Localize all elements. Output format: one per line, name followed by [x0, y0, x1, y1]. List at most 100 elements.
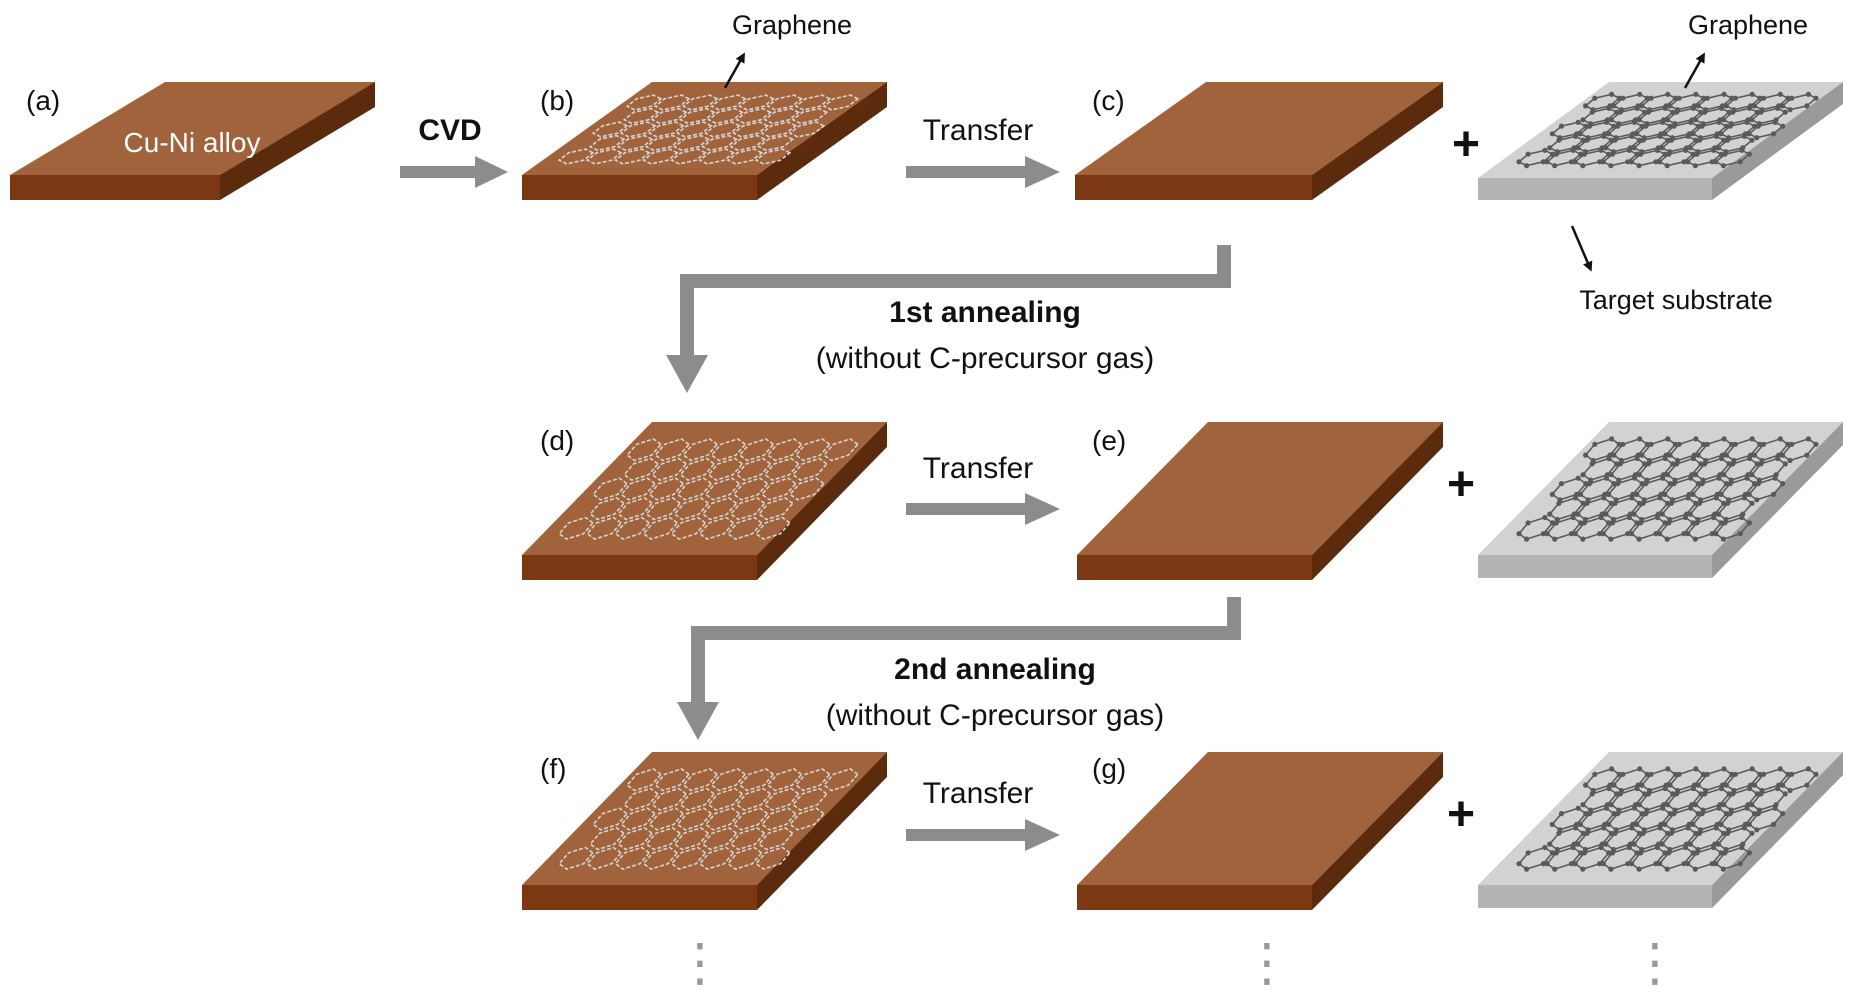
- carbon-atom: [1703, 107, 1709, 113]
- carbon-atom: [1726, 461, 1732, 467]
- carbon-atom: [1752, 481, 1758, 487]
- carbon-atom: [1599, 511, 1605, 517]
- graphene-hexagon: [670, 516, 707, 540]
- carbon-atom: [1692, 117, 1699, 123]
- carbon-atom: [1715, 145, 1721, 151]
- carbon-atom: [1787, 457, 1793, 464]
- carbon-atom: [1751, 103, 1757, 109]
- carbon-atom: [1749, 500, 1755, 506]
- carbon-atom: [1697, 135, 1704, 141]
- continuation-ellipsis-3: ⋮: [1629, 934, 1681, 992]
- carbon-atom: [1583, 811, 1589, 817]
- graphene-hexagon: [645, 134, 682, 152]
- graphene-hexagon: [682, 94, 719, 111]
- carbon-atom: [1729, 441, 1735, 447]
- plus-sign-e: +: [1447, 458, 1475, 511]
- carbon-atom: [1703, 457, 1709, 464]
- carbon-atom: [1675, 107, 1681, 113]
- carbon-atom: [1542, 514, 1548, 521]
- carbon-atom: [1737, 159, 1743, 165]
- graphene-hexagon: [822, 438, 859, 462]
- carbon-atom: [1667, 103, 1673, 109]
- carbon-atom: [1749, 91, 1755, 97]
- graphene-hexagon: [791, 107, 829, 125]
- carbon-atom: [1749, 830, 1755, 836]
- carbon-atom: [1634, 131, 1640, 137]
- carbon-atom: [1714, 491, 1720, 497]
- plus-sign-g: +: [1447, 788, 1475, 841]
- carbon-atom: [1661, 117, 1667, 123]
- carbon-atom: [1636, 536, 1642, 542]
- carbon-atom: [1554, 516, 1560, 523]
- carbon-atom: [1582, 846, 1588, 853]
- carbon-atom: [1746, 151, 1752, 157]
- carbon-atom: [1718, 491, 1724, 497]
- carbon-atom: [1590, 107, 1596, 113]
- carbon-atom: [1737, 531, 1743, 537]
- carbon-atom: [1704, 95, 1710, 101]
- carbon-atom: [1602, 131, 1608, 137]
- carbon-atom: [1577, 821, 1583, 828]
- carbon-atom: [1646, 457, 1653, 464]
- carbon-atom: [1704, 771, 1710, 777]
- carbon-atom: [1558, 481, 1565, 487]
- graphene-hexagon: [794, 768, 831, 792]
- carbon-atom: [1717, 802, 1723, 808]
- graphene-hexagon: [788, 477, 825, 501]
- carbon-atom: [1583, 782, 1589, 788]
- carbon-atom: [1779, 452, 1786, 458]
- graphene-hexagon: [726, 846, 763, 870]
- carbon-atom: [1672, 121, 1678, 127]
- carbon-atom: [1721, 802, 1727, 808]
- carbon-atom: [1665, 436, 1671, 442]
- carbon-atom: [1578, 520, 1584, 526]
- carbon-atom: [1632, 802, 1639, 808]
- carbon-atom: [1740, 511, 1746, 517]
- carbon-atom: [1554, 846, 1560, 853]
- carbon-atom: [1700, 121, 1706, 127]
- carbon-atom: [1609, 91, 1615, 97]
- carbon-atom: [1606, 821, 1612, 828]
- carbon-atom: [1728, 807, 1734, 813]
- transfer-arrow-1: [906, 156, 1060, 188]
- graphene-hexagon: [622, 107, 660, 125]
- carbon-atom: [1646, 787, 1653, 794]
- graphene-hexagon: [729, 497, 766, 521]
- graphene-hexagon: [704, 477, 741, 501]
- carbon-atom: [1726, 135, 1732, 141]
- carbon-atom: [1746, 491, 1752, 497]
- graphene-hexagon: [614, 516, 651, 540]
- carbon-atom: [1782, 461, 1788, 467]
- carbon-atom: [1572, 531, 1578, 537]
- carbon-atom: [1669, 135, 1675, 141]
- carbon-atom: [1644, 441, 1650, 447]
- carbon-atom: [1789, 95, 1795, 101]
- carbon-atom: [1745, 472, 1751, 478]
- carbon-atom: [1782, 109, 1788, 115]
- carbon-atom: [1718, 821, 1724, 828]
- graphene-hexagon: [648, 121, 685, 138]
- target-substrate-label: Target substrate: [1579, 285, 1773, 315]
- carbon-atom: [1606, 520, 1612, 526]
- carbon-atom: [1547, 841, 1553, 847]
- carbon-atom: [1695, 846, 1701, 853]
- graphene-hexagon: [589, 497, 626, 521]
- carbon-atom: [1749, 472, 1755, 478]
- carbon-atom: [1813, 441, 1819, 447]
- carbon-atom: [1748, 103, 1754, 109]
- carbon-atom: [1780, 123, 1786, 129]
- carbon-atom: [1718, 131, 1724, 137]
- carbon-atom: [1636, 802, 1642, 808]
- graphene-hexagon: [670, 846, 707, 870]
- graphene-hexagon: [591, 121, 629, 138]
- carbon-atom: [1592, 771, 1598, 777]
- graphene-hexagon: [754, 846, 791, 870]
- carbon-atom: [1574, 131, 1580, 137]
- carbon-atom: [1630, 491, 1636, 497]
- carbon-atom: [1580, 163, 1586, 169]
- graphene-hexagon: [557, 148, 595, 165]
- carbon-atom: [1639, 782, 1645, 788]
- carbon-atom: [1804, 103, 1810, 109]
- carbon-atom: [1726, 827, 1732, 833]
- graphene-hexagon: [558, 846, 595, 870]
